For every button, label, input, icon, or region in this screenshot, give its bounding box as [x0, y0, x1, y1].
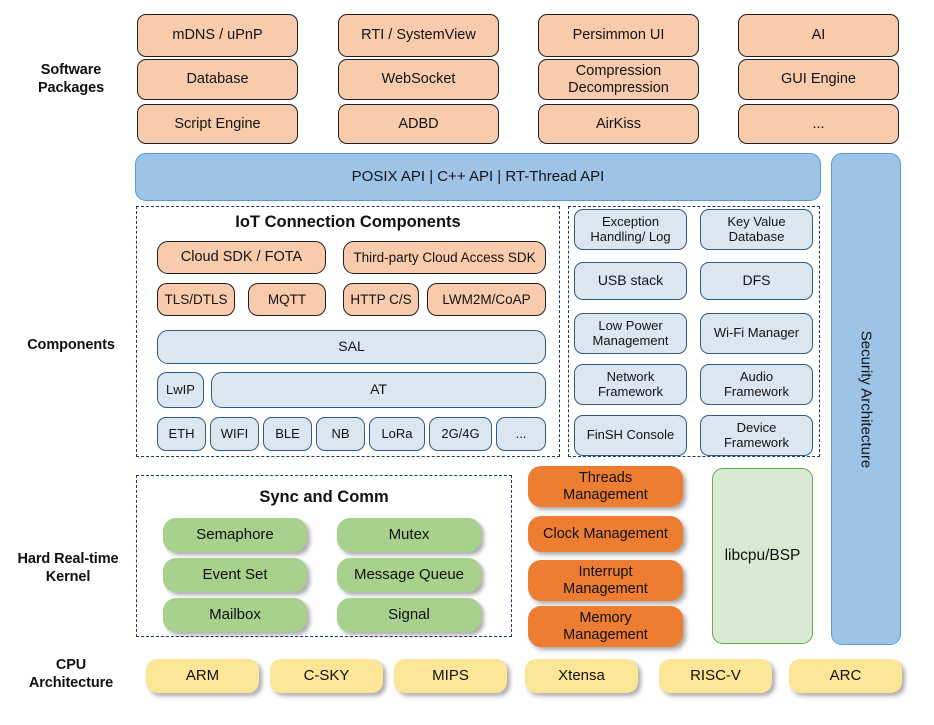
iot-link-more[interactable]: ... [496, 417, 546, 451]
iot-link-2g-4g[interactable]: 2G/4G [429, 417, 492, 451]
package-ai[interactable]: AI [738, 14, 899, 57]
package-compression-decompression[interactable]: Compression Decompression [538, 59, 699, 100]
row-label-software-packages: Software Packages [6, 61, 136, 97]
kernel-memory-line2: Management [563, 626, 648, 643]
package-compression-line2: Decompression [568, 79, 669, 96]
component-lowpower-line2: Management [592, 332, 669, 348]
cpu-xtensa[interactable]: Xtensa [525, 659, 638, 693]
kernel-clock-management[interactable]: Clock Management [528, 516, 683, 552]
kernel-interrupt-line1: Interrupt [578, 564, 633, 581]
security-architecture-label: Security Architecture [857, 330, 875, 468]
component-network-line1: Network [606, 368, 655, 384]
kernel-threads-line1: Threads [578, 470, 633, 487]
iot-protocol-tls-dtls[interactable]: TLS/DTLS [157, 283, 235, 316]
sync-and-comm-title: Sync and Comm [259, 488, 389, 506]
row-label-cpu-architecture: CPU Architecture [6, 656, 136, 692]
row-label-components: Components [27, 337, 115, 353]
kernel-memory-management[interactable]: Memory Management [528, 606, 683, 647]
row-label-software-packages-line2: Packages [37, 80, 105, 97]
component-usb-stack[interactable]: USB stack [574, 262, 687, 300]
iot-connection-components-frame [136, 206, 560, 457]
iot-sal[interactable]: SAL [157, 330, 546, 364]
row-label-cpu-line1: CPU [55, 657, 87, 673]
component-exception-line2: Handling/ Log [590, 228, 671, 244]
component-exception-line1: Exception [601, 213, 660, 229]
cpu-c-sky[interactable]: C-SKY [270, 659, 383, 693]
component-device-line2: Framework [723, 434, 789, 450]
row-label-cpu-line2: Architecture [28, 675, 114, 692]
security-architecture-bar[interactable]: Security Architecture [831, 153, 901, 645]
iot-link-eth[interactable]: ETH [157, 417, 206, 451]
component-keyvalue-line2: Database [728, 228, 785, 244]
api-bar[interactable]: POSIX API | C++ API | RT-Thread API [135, 153, 821, 201]
kernel-signal[interactable]: Signal [337, 598, 481, 632]
cpu-arc[interactable]: ARC [789, 659, 902, 693]
sync-and-comm-frame [136, 475, 512, 637]
component-exception-handling-log[interactable]: Exception Handling/ Log [574, 209, 687, 250]
component-low-power-management[interactable]: Low Power Management [574, 313, 687, 354]
iot-protocol-lwm2m-coap[interactable]: LWM2M/CoAP [427, 283, 546, 316]
iot-third-party-cloud-access-sdk[interactable]: Third-party Cloud Access SDK [343, 241, 546, 274]
package-persimmon-ui[interactable]: Persimmon UI [538, 14, 699, 57]
component-audio-line1: Audio [739, 368, 774, 384]
iot-link-ble[interactable]: BLE [263, 417, 312, 451]
package-more[interactable]: ... [738, 104, 899, 144]
package-adbd[interactable]: ADBD [338, 104, 499, 144]
iot-lwip[interactable]: LwIP [157, 372, 204, 408]
kernel-interrupt-line2: Management [563, 580, 648, 597]
iot-link-nb[interactable]: NB [316, 417, 365, 451]
component-keyvalue-line1: Key Value [727, 213, 786, 229]
kernel-threads-management[interactable]: Threads Management [528, 466, 683, 507]
component-network-framework[interactable]: Network Framework [574, 364, 687, 405]
kernel-message-queue[interactable]: Message Queue [337, 558, 481, 592]
kernel-threads-line2: Management [563, 486, 648, 503]
package-compression-line1: Compression [575, 63, 662, 80]
package-websocket[interactable]: WebSocket [338, 59, 499, 100]
iot-at[interactable]: AT [211, 372, 546, 408]
iot-link-lora[interactable]: LoRa [369, 417, 425, 451]
kernel-event-set[interactable]: Event Set [163, 558, 307, 592]
component-wifi-manager[interactable]: Wi-Fi Manager [700, 313, 813, 354]
row-label-kernel: Hard Real-time Kernel [0, 550, 136, 586]
iot-link-wifi[interactable]: WIFI [210, 417, 259, 451]
component-finsh-console[interactable]: FinSH Console [574, 415, 687, 456]
package-gui-engine[interactable]: GUI Engine [738, 59, 899, 100]
component-audio-line2: Framework [723, 383, 789, 399]
component-audio-framework[interactable]: Audio Framework [700, 364, 813, 405]
row-label-software-packages-line1: Software [40, 62, 102, 78]
component-key-value-database[interactable]: Key Value Database [700, 209, 813, 250]
package-mdns-upnp[interactable]: mDNS / uPnP [137, 14, 298, 57]
components-right-frame [568, 206, 820, 457]
kernel-mutex[interactable]: Mutex [337, 518, 481, 552]
kernel-semaphore[interactable]: Semaphore [163, 518, 307, 552]
package-script-engine[interactable]: Script Engine [137, 104, 298, 144]
package-rti-systemview[interactable]: RTI / SystemView [338, 14, 499, 57]
package-database[interactable]: Database [137, 59, 298, 100]
component-dfs[interactable]: DFS [700, 262, 813, 300]
kernel-memory-line1: Memory [579, 610, 632, 627]
iot-connection-components-title: IoT Connection Components [235, 213, 461, 231]
row-label-kernel-line1: Hard Real-time [17, 551, 119, 567]
component-lowpower-line1: Low Power [598, 317, 663, 333]
iot-protocol-http-cs[interactable]: HTTP C/S [343, 283, 419, 316]
libcpu-bsp-block[interactable]: libcpu/BSP [712, 468, 813, 644]
component-device-framework[interactable]: Device Framework [700, 415, 813, 456]
cpu-mips[interactable]: MIPS [394, 659, 507, 693]
iot-protocol-mqtt[interactable]: MQTT [248, 283, 326, 316]
iot-cloud-sdk-fota[interactable]: Cloud SDK / FOTA [157, 241, 326, 274]
package-airkiss[interactable]: AirKiss [538, 104, 699, 144]
cpu-arm[interactable]: ARM [146, 659, 259, 693]
kernel-mailbox[interactable]: Mailbox [163, 598, 307, 632]
cpu-risc-v[interactable]: RISC-V [659, 659, 772, 693]
kernel-interrupt-management[interactable]: Interrupt Management [528, 560, 683, 601]
row-label-kernel-line2: Kernel [45, 569, 91, 586]
component-device-line1: Device [736, 419, 777, 435]
component-network-line2: Framework [597, 383, 663, 399]
